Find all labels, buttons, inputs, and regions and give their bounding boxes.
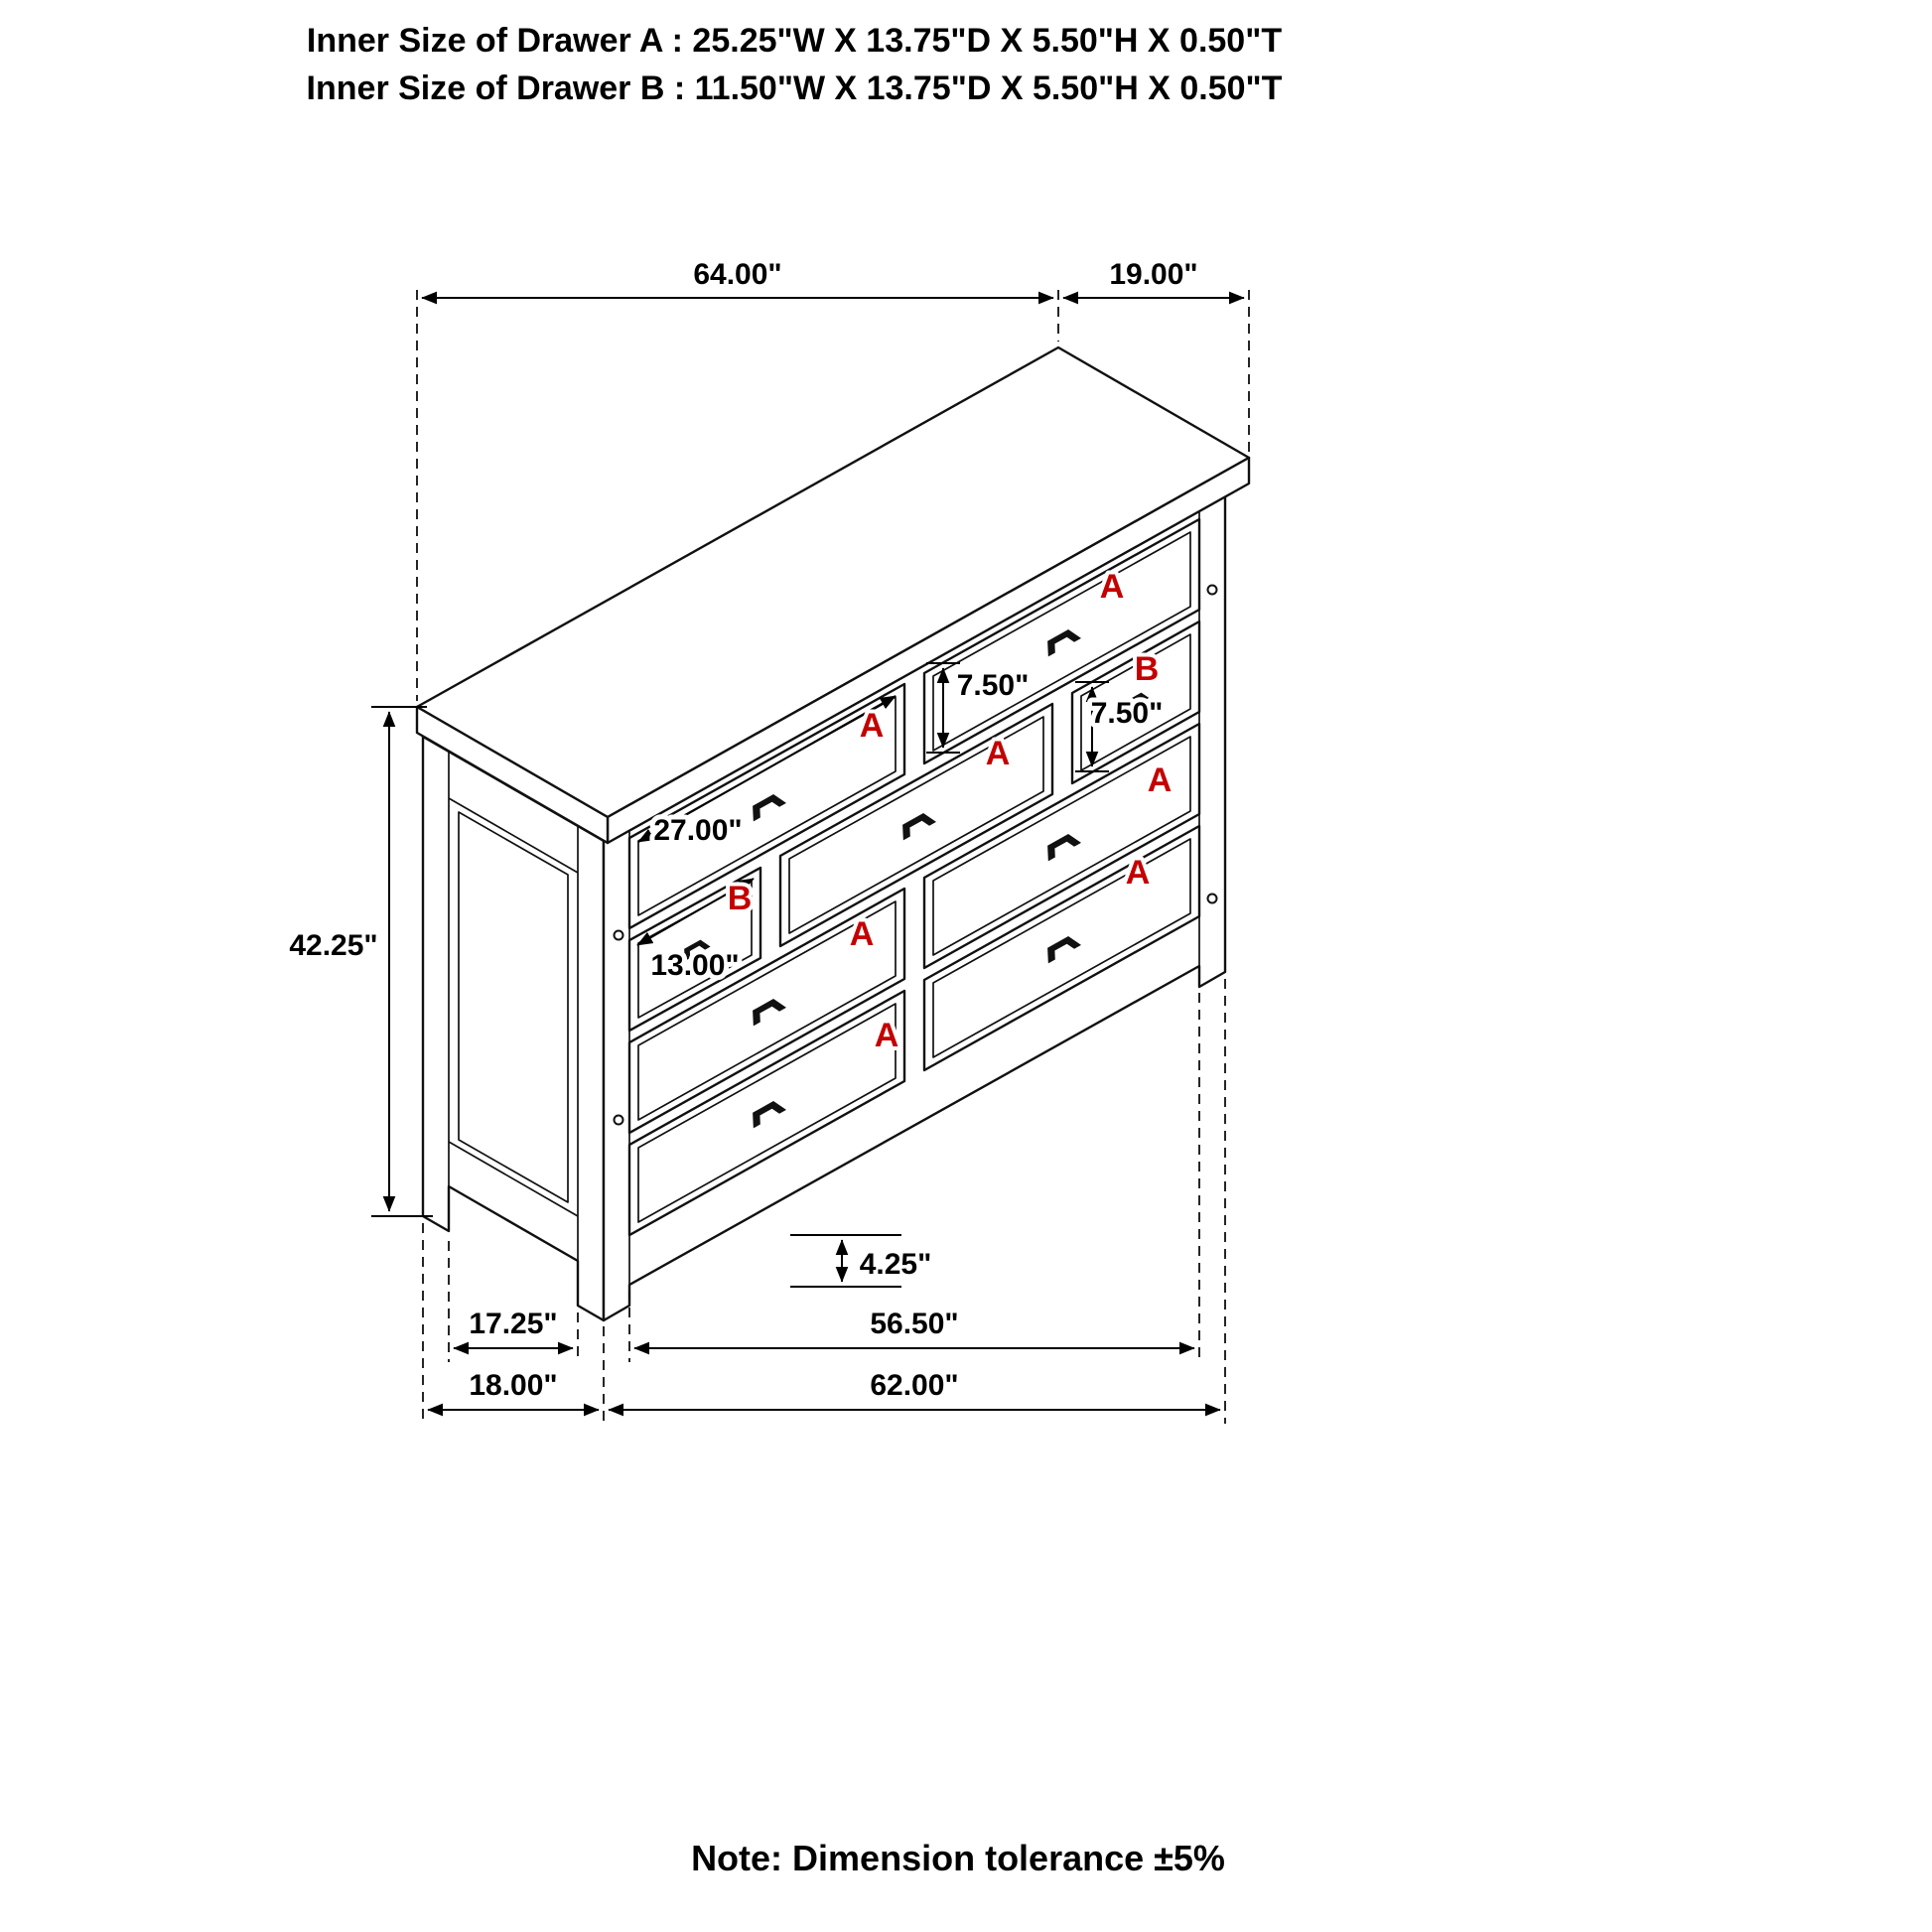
dim-top-depth: 19.00" bbox=[1062, 253, 1250, 452]
drawer-panel bbox=[637, 900, 897, 1121]
drawer-letter: A bbox=[1148, 761, 1173, 799]
dim-row1-drawer-height: 7.50" bbox=[926, 662, 1034, 754]
dim-base-depth: 18.00" bbox=[422, 1223, 605, 1424]
drawer-face bbox=[922, 517, 1201, 765]
dim-top-depth-label: 19.00" bbox=[1109, 258, 1197, 291]
peg-icon bbox=[613, 1114, 624, 1126]
side-bottom-rail-edge bbox=[448, 1141, 579, 1217]
drawer-panel bbox=[932, 736, 1191, 956]
drawer-letter: B bbox=[728, 880, 753, 917]
drawer-row3-left bbox=[627, 887, 906, 1135]
tolerance-note: Note: Dimension tolerance ±5% bbox=[691, 1838, 1225, 1878]
drawer-letter: A bbox=[875, 1017, 899, 1054]
drawer-panel bbox=[932, 531, 1191, 752]
dim-top-width-label: 64.00" bbox=[693, 258, 781, 291]
dim-overall-height-label: 42.25" bbox=[289, 929, 377, 962]
dimensions: 64.00" 19.00" 42.25" 7.50" 7.50" bbox=[284, 253, 1250, 1424]
dim-drawer-bank-width-label: 56.50" bbox=[870, 1308, 958, 1340]
drawer-b-inner-size-text: Inner Size of Drawer B : 11.50"W X 13.75… bbox=[307, 69, 1283, 107]
drawer-letters: A A B A B A A A A bbox=[724, 564, 1176, 1058]
dim-drawer-bank-width: 56.50" bbox=[628, 993, 1200, 1362]
dim-leg-inner-depth-label: 17.25" bbox=[469, 1308, 557, 1340]
drawer-panel bbox=[932, 838, 1191, 1058]
drawer-face bbox=[1070, 620, 1201, 785]
side-panel bbox=[421, 735, 606, 1322]
drawer-face bbox=[627, 887, 906, 1135]
side-top-rail-edge bbox=[448, 797, 579, 874]
drawer-row4-right bbox=[922, 824, 1201, 1072]
dim-base-depth-label: 18.00" bbox=[469, 1369, 557, 1402]
drawer-panel bbox=[788, 716, 1044, 934]
peg-icon bbox=[1206, 584, 1218, 596]
drawer-panel bbox=[1080, 633, 1191, 771]
drawer-face bbox=[922, 722, 1201, 970]
dim-overall-height: 42.25" bbox=[284, 706, 433, 1217]
dowel-pegs bbox=[613, 584, 1218, 1126]
drawer-row2-right bbox=[1070, 620, 1201, 785]
dim-row2-drawer-height-label: 7.50" bbox=[1091, 697, 1164, 730]
dimension-arrow bbox=[637, 695, 897, 843]
dim-base-rail-height: 4.25" bbox=[790, 1234, 936, 1288]
drawer-row3-right bbox=[922, 722, 1201, 970]
drawer-face bbox=[922, 824, 1201, 1072]
drawer-a-inner-size-text: Inner Size of Drawer A : 25.25"W X 13.75… bbox=[307, 22, 1282, 60]
drawer-face bbox=[778, 702, 1054, 948]
drawer-face bbox=[627, 989, 906, 1237]
peg-icon bbox=[1206, 893, 1218, 904]
drawer-row4-left bbox=[627, 989, 906, 1237]
dim-drawer-a-width: 27.00" bbox=[637, 695, 897, 852]
dim-drawer-a-width-label: 27.00" bbox=[653, 814, 742, 847]
dim-leg-inner-depth: 17.25" bbox=[448, 1241, 579, 1362]
drawer-row2-center bbox=[778, 702, 1054, 948]
dresser-drawing bbox=[415, 345, 1251, 1322]
dim-top-width: 64.00" bbox=[416, 253, 1059, 701]
drawer-letter: B bbox=[1135, 650, 1160, 688]
peg-icon bbox=[613, 929, 624, 941]
drawer-panel bbox=[637, 1003, 897, 1223]
dim-base-width-label: 62.00" bbox=[870, 1369, 958, 1402]
top-panel-left-edge bbox=[415, 705, 610, 845]
drawer-letter: A bbox=[860, 707, 885, 745]
drawer-letter: A bbox=[986, 735, 1011, 772]
drawer-row1-right bbox=[922, 517, 1201, 765]
drawer-letter: A bbox=[850, 915, 875, 953]
header: Inner Size of Drawer A : 25.25"W X 13.75… bbox=[307, 22, 1283, 107]
side-recessed-panel bbox=[458, 811, 569, 1203]
dim-row2-drawer-height: 7.50" bbox=[1075, 681, 1168, 772]
dim-drawer-b-width: 13.00" bbox=[636, 878, 755, 987]
dim-base-width: 62.00" bbox=[608, 979, 1226, 1424]
drawer-letter: A bbox=[1126, 854, 1151, 892]
dimension-arrow bbox=[636, 878, 755, 946]
dim-row1-drawer-height-label: 7.50" bbox=[957, 669, 1030, 702]
dim-base-rail-height-label: 4.25" bbox=[860, 1248, 932, 1281]
drawer-letter: A bbox=[1100, 568, 1125, 606]
dim-drawer-b-width-label: 13.00" bbox=[650, 949, 739, 982]
